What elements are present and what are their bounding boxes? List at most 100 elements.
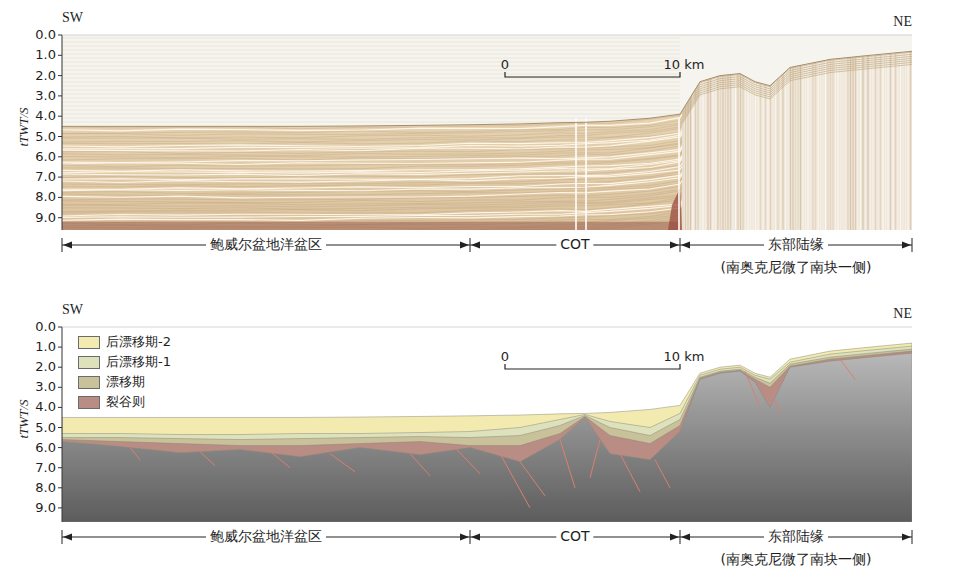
- arrow-head: [471, 242, 480, 249]
- tick-label: 3.0: [35, 89, 56, 103]
- axis-tick: [58, 387, 62, 388]
- rift-layer: [62, 351, 912, 522]
- tick-label: 2.0: [35, 68, 56, 82]
- reflector-line: [682, 60, 912, 135]
- time-axis: [62, 35, 63, 230]
- noise-streak: [787, 35, 788, 230]
- region-label: 鲍威尔盆地洋盆区: [206, 237, 326, 252]
- water-noise: [62, 78, 680, 79]
- reflector-line: [62, 56, 682, 131]
- noise-streak: [762, 35, 763, 230]
- noise-streak: [715, 35, 716, 230]
- drift-layer: [62, 349, 912, 522]
- axis-tick: [58, 35, 62, 36]
- legend-swatch: [78, 356, 100, 369]
- reflector-line: [62, 108, 682, 185]
- arrow-head: [471, 534, 480, 541]
- tick-label: 6.0: [35, 150, 56, 164]
- noise-streak: [710, 35, 711, 230]
- water-noise: [62, 38, 680, 39]
- trace-gap: [678, 118, 680, 230]
- legend-entry: 漂移期: [78, 373, 145, 391]
- axis-tick: [58, 487, 62, 488]
- seismic-section: [62, 35, 912, 234]
- reflector-line: [62, 147, 682, 223]
- reflector-line: [62, 90, 682, 167]
- reflector-line: [62, 93, 682, 169]
- fault-line: [410, 454, 430, 476]
- tick-label: 1.0: [35, 340, 56, 354]
- reflector-line: [62, 141, 682, 217]
- tick-label: 9.0: [35, 211, 56, 225]
- axis-tick: [58, 407, 62, 408]
- fault-line: [130, 448, 140, 460]
- noise-streak: [905, 35, 906, 230]
- noise-streak: [902, 35, 903, 230]
- noise-streak: [730, 35, 731, 230]
- region-label: 鲍威尔盆地洋盆区: [206, 529, 326, 544]
- arrow-head: [63, 242, 72, 249]
- water-noise: [62, 114, 680, 115]
- noise-streak: [860, 35, 861, 230]
- direction-label: NE: [893, 14, 912, 29]
- reflector-line: [62, 89, 682, 164]
- arrow-head: [460, 534, 469, 541]
- reflector-line: [62, 63, 682, 139]
- axis-tick: [58, 347, 62, 348]
- scale-label: 10 km: [664, 350, 705, 364]
- reflector-line: [62, 78, 682, 153]
- noise-streak: [827, 35, 828, 230]
- reflector-line: [62, 116, 682, 191]
- noise-streak: [887, 35, 888, 230]
- tick-label: 4.0: [35, 400, 56, 414]
- noise-streak: [797, 35, 798, 230]
- noise-streak: [760, 35, 761, 230]
- region-label: COT: [556, 237, 593, 252]
- reflector-line: [62, 81, 682, 158]
- region-note: (南奥克尼微了南块一侧): [721, 260, 872, 275]
- reflector-line: [62, 120, 682, 195]
- axis-tick: [58, 75, 62, 76]
- noise-streak: [897, 35, 898, 230]
- axis-tick: [58, 327, 62, 328]
- reflector-line: [62, 76, 682, 151]
- tick-label: 2.0: [35, 360, 56, 374]
- noise-streak: [815, 35, 816, 230]
- fault-line: [840, 359, 855, 379]
- region-note: (南奥克尼微了南块一侧): [721, 552, 872, 567]
- reflector-line: [62, 157, 682, 230]
- noise-streak: [742, 35, 743, 230]
- water-noise: [62, 70, 680, 71]
- region-tick: [680, 530, 681, 544]
- tick-label: 6.0: [35, 440, 56, 454]
- tick-label: 7.0: [35, 461, 56, 475]
- noise-streak: [882, 35, 883, 230]
- scale-label: 10 km: [664, 58, 705, 72]
- noise-streak: [837, 35, 838, 230]
- region-label: 东部陆缘: [764, 237, 828, 252]
- reflector-line: [62, 138, 682, 213]
- water-noise: [62, 110, 680, 111]
- continental-fill: [682, 35, 912, 230]
- noise-streak: [722, 35, 723, 230]
- noise-streak: [877, 35, 878, 230]
- water-noise: [62, 42, 680, 43]
- legend-swatch: [78, 336, 100, 349]
- noise-streak: [745, 35, 746, 230]
- noise-streak: [727, 35, 728, 230]
- reflector-line: [62, 114, 682, 189]
- axis-tick: [58, 177, 62, 178]
- fault-line: [655, 460, 670, 488]
- region-tick: [470, 530, 471, 544]
- reflector-line: [62, 106, 682, 183]
- water-noise: [62, 98, 680, 99]
- region-tick: [912, 530, 913, 544]
- noise-streak: [842, 35, 843, 230]
- fault-line: [455, 448, 480, 474]
- reflector-line: [62, 68, 682, 144]
- noise-streak: [782, 35, 783, 230]
- tick-label: 8.0: [35, 481, 56, 495]
- axis-tick: [58, 447, 62, 448]
- water-noise: [62, 102, 680, 103]
